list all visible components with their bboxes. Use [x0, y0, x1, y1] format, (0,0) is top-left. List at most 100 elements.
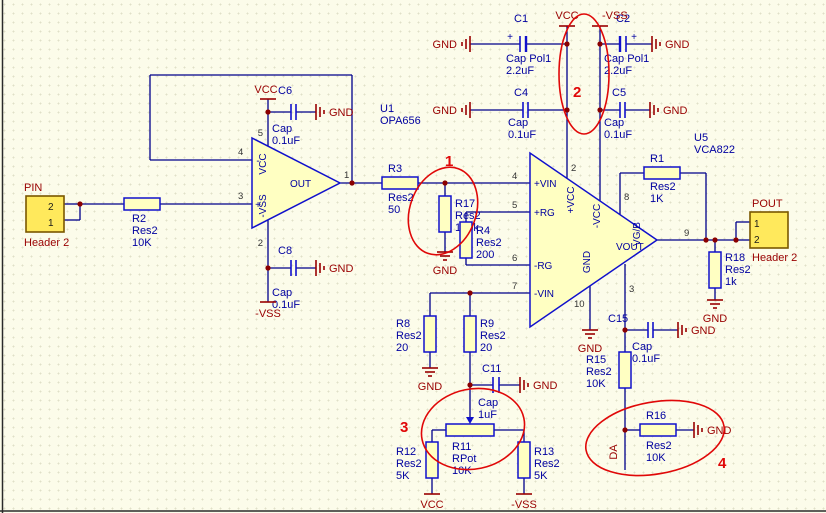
c2-ref: C2: [616, 13, 630, 25]
c15-lib: Cap: [632, 341, 652, 353]
gnd-c1[interactable]: GND: [433, 36, 471, 52]
gnd-c8[interactable]: GND: [315, 260, 354, 276]
vcc-port-u1[interactable]: VCC: [254, 84, 278, 100]
r2-lib: Res2: [132, 225, 158, 237]
c6-value: 0.1uF: [272, 135, 300, 147]
r9-value: 20: [480, 342, 492, 354]
r3-ref: R3: [388, 163, 402, 175]
resistor-r3[interactable]: R3 Res2 50: [381, 163, 419, 216]
annotation-circle-2: [558, 13, 610, 135]
annotation-circle-3: [420, 387, 526, 471]
c8-value: 0.1uF: [272, 299, 300, 311]
c6-lib: Cap: [272, 123, 292, 135]
vss-label: -VSS: [602, 10, 628, 22]
r9-ref: R9: [480, 318, 494, 330]
r12-lib: Res2: [396, 458, 422, 470]
gnd-label: GND: [578, 343, 603, 355]
u5-vccp-label: +VCC: [566, 187, 577, 214]
resistor-r8[interactable]: R8 Res2 20: [396, 315, 437, 354]
resistor-r18[interactable]: R18 Res2 1k: [708, 251, 751, 289]
c5-ref: C5: [612, 87, 626, 99]
r4-ref: R4: [476, 225, 490, 237]
resistor-r4[interactable]: R4 Res2 200: [459, 221, 502, 261]
capacitor-c6[interactable]: C6 Cap 0.1uF: [272, 85, 300, 147]
resistor-r13[interactable]: R13 Res2 5K: [517, 441, 560, 482]
potentiometer-r11[interactable]: R11 RPot 10K: [445, 417, 495, 477]
capacitor-c11[interactable]: C11 Cap 1uF: [478, 363, 501, 421]
resistor-r1[interactable]: R1 Res2 1K: [643, 153, 681, 205]
u5-pin7-number: 7: [512, 281, 517, 292]
resistor-r12[interactable]: R12 Res2 5K: [396, 441, 439, 482]
r11-ref: R11: [452, 441, 471, 453]
u5-comment: VCA822: [694, 144, 735, 156]
r2-value: 10K: [132, 237, 152, 249]
gnd-label: GND: [329, 263, 354, 275]
capacitor-c1[interactable]: + C1 Cap Pol1 2.2uF: [506, 13, 551, 77]
gnd-label: GND: [433, 39, 458, 51]
r3-lib: Res2: [388, 192, 414, 204]
u1-designator: U1: [380, 103, 394, 115]
annotation-number-1: 1: [445, 153, 453, 170]
c2-plus: +: [631, 32, 637, 43]
gnd-r17[interactable]: GND: [433, 251, 458, 277]
gnd-c5[interactable]: GND: [649, 102, 688, 118]
annotation-number-4: 4: [718, 455, 727, 472]
r13-lib: Res2: [534, 458, 560, 470]
c6-ref: C6: [278, 85, 292, 97]
resistor-r2[interactable]: R2 Res2 10K: [123, 197, 161, 249]
c8-ref: C8: [278, 245, 292, 257]
c5-value: 0.1uF: [604, 129, 632, 141]
resistor-r16[interactable]: R16 Res2 10K: [639, 410, 677, 464]
r17-lib: Res2: [455, 210, 481, 222]
u1-vcc-label: VCC: [258, 153, 269, 174]
capacitor-c5[interactable]: C5 Cap 0.1uF: [604, 87, 632, 141]
c4-value: 0.1uF: [508, 129, 536, 141]
capacitor-c4[interactable]: C4 Cap 0.1uF: [508, 87, 536, 141]
u5-pin5-number: 5: [512, 200, 517, 211]
gnd-c2[interactable]: GND: [651, 36, 690, 52]
gnd-r16[interactable]: GND: [693, 422, 732, 438]
capacitor-c2[interactable]: + C2 Cap Pol1 2.2uF: [604, 13, 649, 77]
header-pout-pin1: 1: [754, 219, 760, 230]
resistor-r9[interactable]: R9 Res2 20: [463, 315, 506, 354]
gnd-c6[interactable]: GND: [315, 104, 354, 120]
vss-port-r13[interactable]: -VSS: [511, 493, 537, 511]
annotation-circle-1: [407, 166, 479, 256]
opamp-u1[interactable]: 4 3 5 2 1 - + VCC -VSS OUT U1 OPA656: [238, 103, 421, 249]
vcc-label: VCC: [555, 10, 578, 22]
u5-pin10-number: 10: [574, 299, 585, 310]
resistor-r15[interactable]: R15 Res2 10K: [586, 351, 632, 390]
u5-vout-label: VOUT: [616, 242, 644, 253]
u1-pin2-number: 2: [258, 238, 263, 249]
r11-value: 10K: [452, 465, 472, 477]
vss-port-rail[interactable]: -VSS: [592, 10, 628, 27]
vss-port-u1[interactable]: -VSS: [255, 301, 281, 320]
u5-designator: U5: [694, 132, 708, 144]
header-pin-comment: Header 2: [24, 237, 69, 249]
net-label-da[interactable]: DA: [608, 444, 620, 460]
r1-value: 1K: [650, 193, 664, 205]
vcc-port-r12[interactable]: VCC: [420, 493, 444, 511]
r9-lib: Res2: [480, 330, 506, 342]
c8-lib: Cap: [272, 287, 292, 299]
header-pin-pin1: 1: [48, 218, 54, 229]
capacitor-c15[interactable]: C15 Cap 0.1uF: [608, 313, 660, 365]
gnd-c4[interactable]: GND: [433, 102, 471, 118]
gnd-c15[interactable]: GND: [677, 322, 716, 338]
gnd-u5-pin10[interactable]: GND: [578, 329, 603, 355]
opamp-u5[interactable]: 4 5 6 7 2 8 9 10 3 +VIN +RG -RG -VIN +VC…: [512, 132, 735, 329]
capacitor-c8[interactable]: C8 Cap 0.1uF: [272, 245, 300, 311]
gnd-r18[interactable]: GND: [703, 299, 728, 325]
r8-ref: R8: [396, 318, 410, 330]
header-pout[interactable]: 1 2 POUT Header 2: [749, 198, 797, 264]
gnd-label: GND: [707, 425, 732, 437]
r1-ref: R1: [650, 153, 664, 165]
gnd-c11[interactable]: GND: [519, 377, 558, 393]
header-pin[interactable]: 2 1 PIN Header 2: [24, 182, 69, 249]
annotation-number-2: 2: [573, 84, 581, 101]
gnd-r8[interactable]: GND: [418, 367, 443, 393]
c11-ref: C11: [482, 363, 501, 375]
r18-lib: Res2: [725, 264, 751, 276]
